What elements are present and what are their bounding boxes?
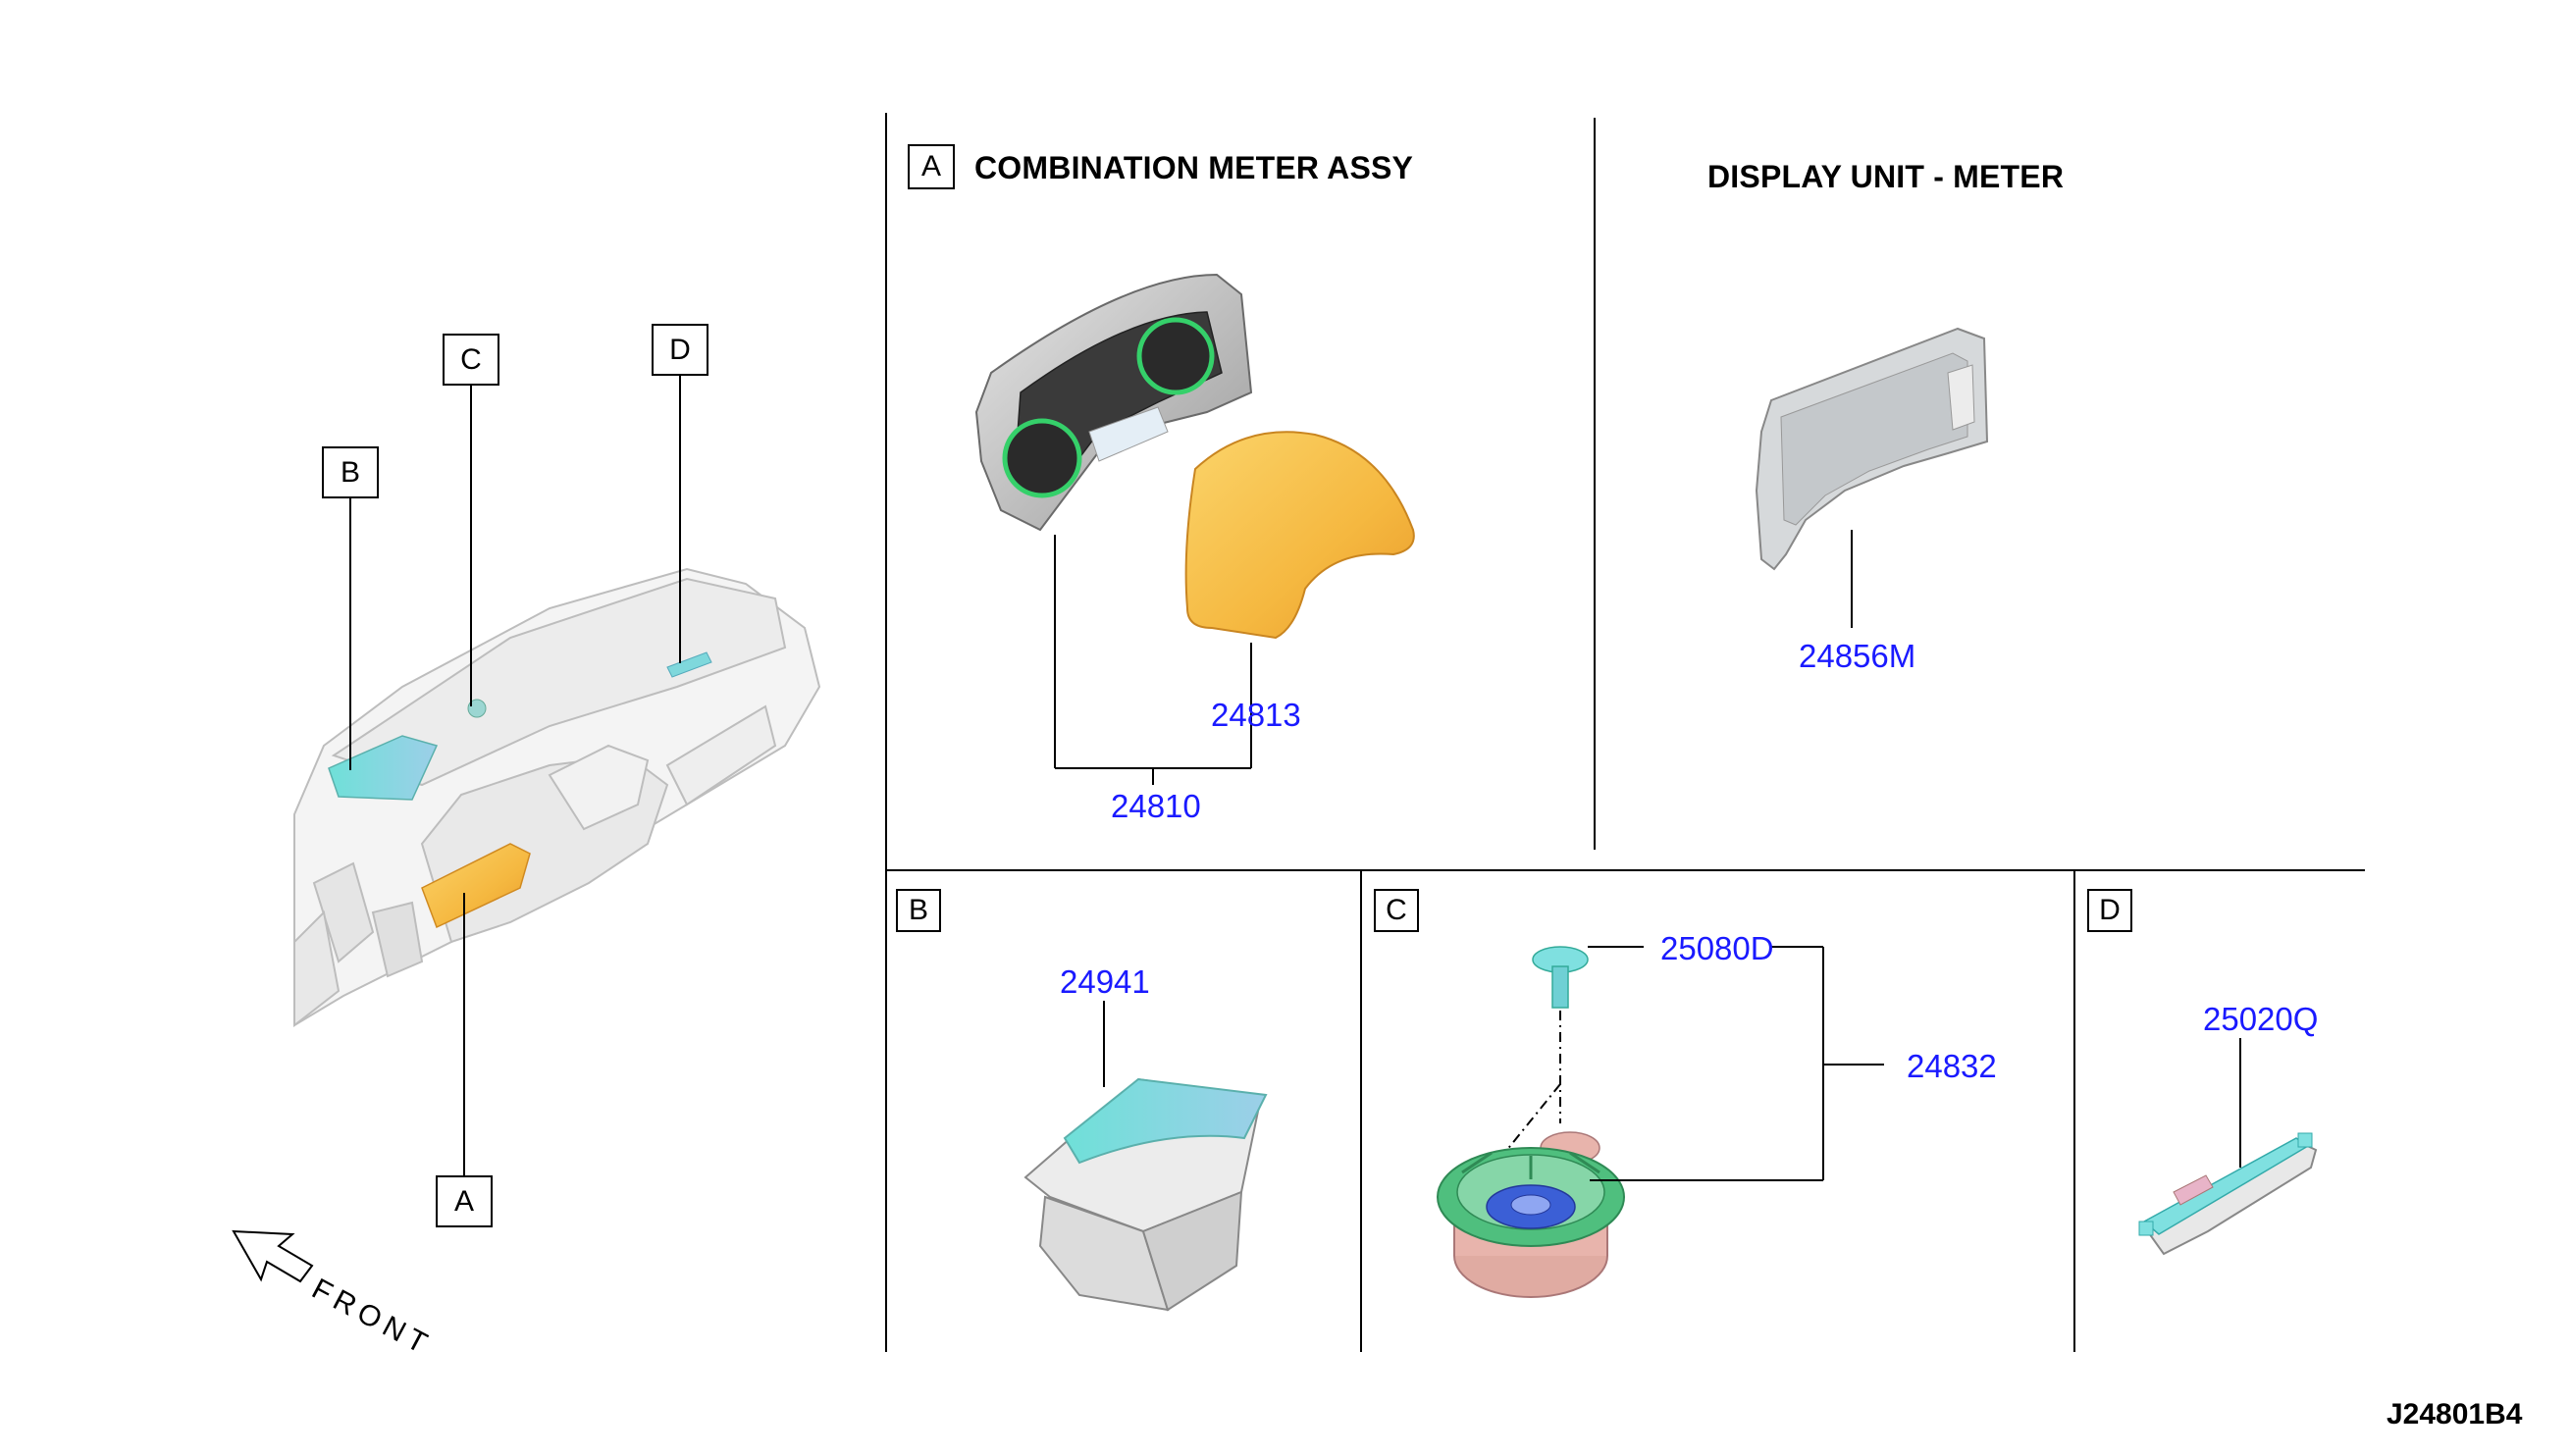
display-unit-title: DISPLAY UNIT - METER — [1707, 159, 2065, 194]
section-d-box: D — [2087, 889, 2132, 932]
section-a-leaders — [1054, 535, 1252, 785]
c-clip-part — [1532, 946, 1589, 1009]
d-antenna-part — [2138, 1132, 2318, 1256]
diagram-code: J24801B4 — [2386, 1398, 2523, 1430]
overview-meter-lens — [421, 843, 531, 929]
part-number-24813[interactable]: 24813 — [1211, 697, 1301, 733]
part-number-25020q[interactable]: 25020Q — [2203, 1001, 2319, 1037]
c-leaders — [1588, 946, 1884, 1181]
part-number-24941[interactable]: 24941 — [1060, 963, 1150, 1000]
section-b-box: B — [896, 889, 941, 932]
meter-lens — [1184, 431, 1415, 640]
section-a-box: A — [908, 144, 955, 189]
front-arrow — [232, 1229, 314, 1283]
c-speaker-part — [1437, 1131, 1625, 1298]
callout-box-d[interactable]: D — [652, 324, 708, 376]
meter-housing — [974, 273, 1253, 532]
part-number-25080d[interactable]: 25080D — [1660, 930, 1774, 966]
callout-box-c[interactable]: C — [443, 334, 499, 386]
overview-speaker-c — [467, 699, 487, 718]
b-display-part — [1023, 1077, 1268, 1312]
frame-lines — [885, 113, 2365, 1352]
part-number-24810[interactable]: 24810 — [1111, 788, 1201, 824]
overview-display-b — [328, 735, 439, 801]
callout-box-b[interactable]: B — [322, 446, 379, 498]
dashboard-overview — [293, 567, 821, 1028]
overview-antenna-d — [666, 651, 712, 678]
display-unit-part — [1755, 327, 1989, 571]
section-a-title: COMBINATION METER ASSY — [974, 150, 1414, 185]
overview-leaders — [349, 373, 681, 1175]
section-c-box: C — [1374, 889, 1419, 932]
part-number-24832[interactable]: 24832 — [1907, 1048, 1997, 1084]
callout-box-a[interactable]: A — [436, 1175, 493, 1227]
part-number-24856m[interactable]: 24856M — [1799, 638, 1916, 674]
